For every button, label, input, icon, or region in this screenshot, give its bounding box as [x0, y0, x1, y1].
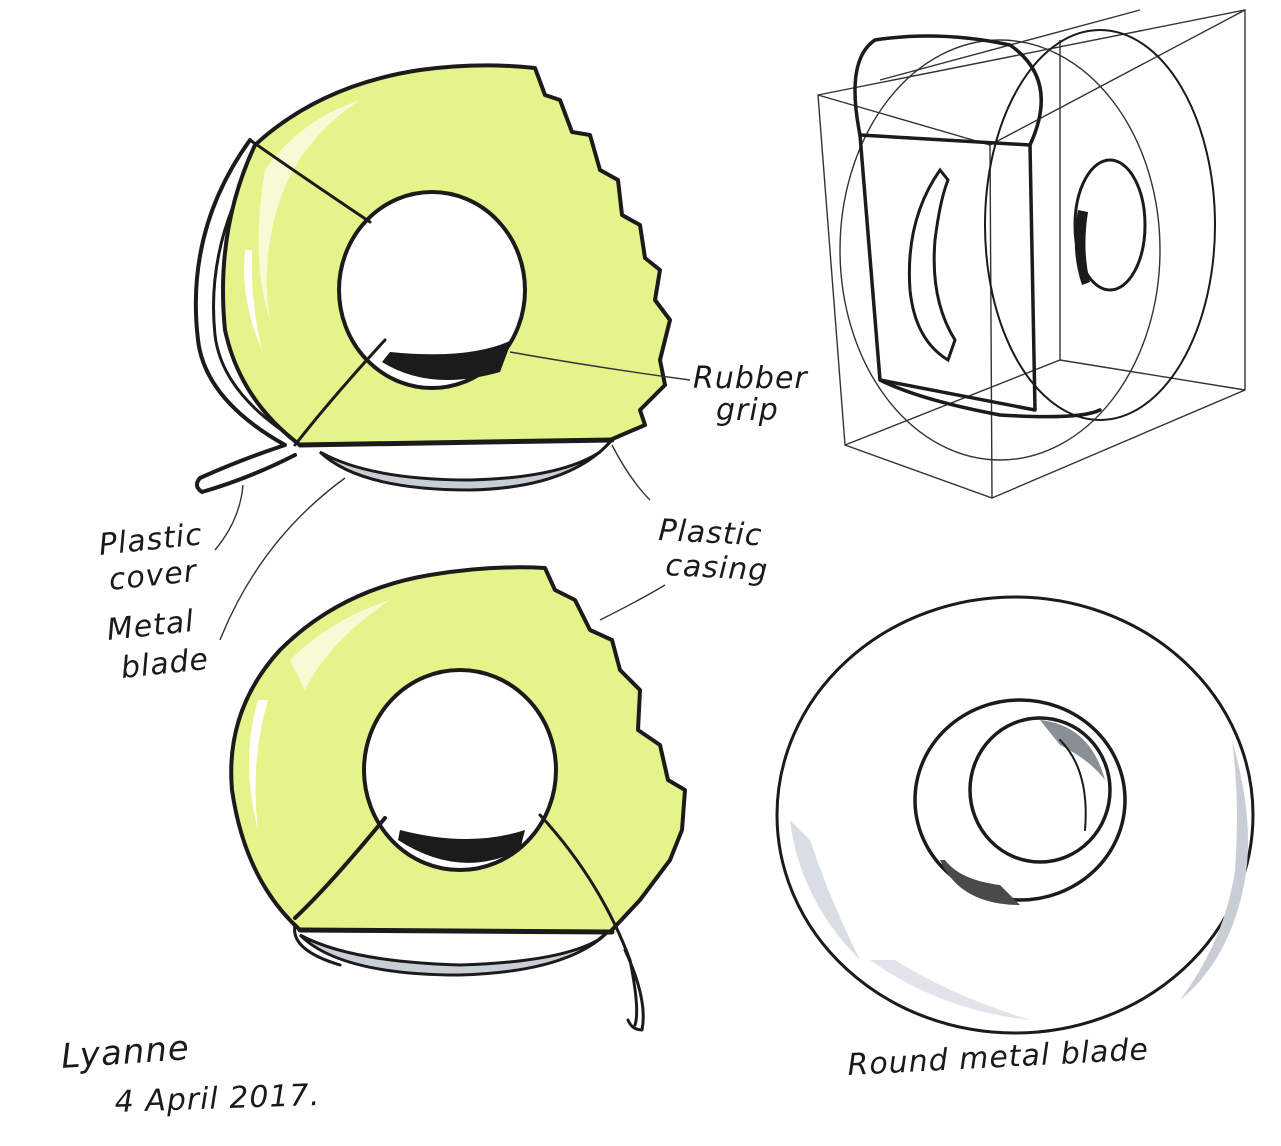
signature-date: 4 April 2017.	[114, 1078, 321, 1120]
label-plastic-casing-2: casing	[665, 548, 770, 588]
metal-blade-top	[320, 440, 612, 490]
round-metal-blade-sketch	[777, 597, 1253, 1033]
metal-blade-bottom	[300, 930, 610, 975]
perspective-sketch	[818, 10, 1245, 498]
label-round-metal-blade: Round metal blade	[847, 1032, 1150, 1083]
box-slot	[909, 170, 955, 360]
label-grip: grip	[716, 393, 779, 428]
metal-disc-hub	[970, 718, 1110, 862]
label-plastic-casing-1: Plastic	[658, 513, 764, 553]
tape-dispenser-top	[196, 65, 690, 640]
label-metal-blade-2: blade	[119, 642, 210, 686]
label-rubber: Rubber	[693, 361, 808, 396]
tape-dispenser-bottom	[231, 567, 685, 1030]
signature-name: Lyanne	[60, 1028, 191, 1077]
label-metal-blade-1: Metal	[105, 604, 196, 648]
